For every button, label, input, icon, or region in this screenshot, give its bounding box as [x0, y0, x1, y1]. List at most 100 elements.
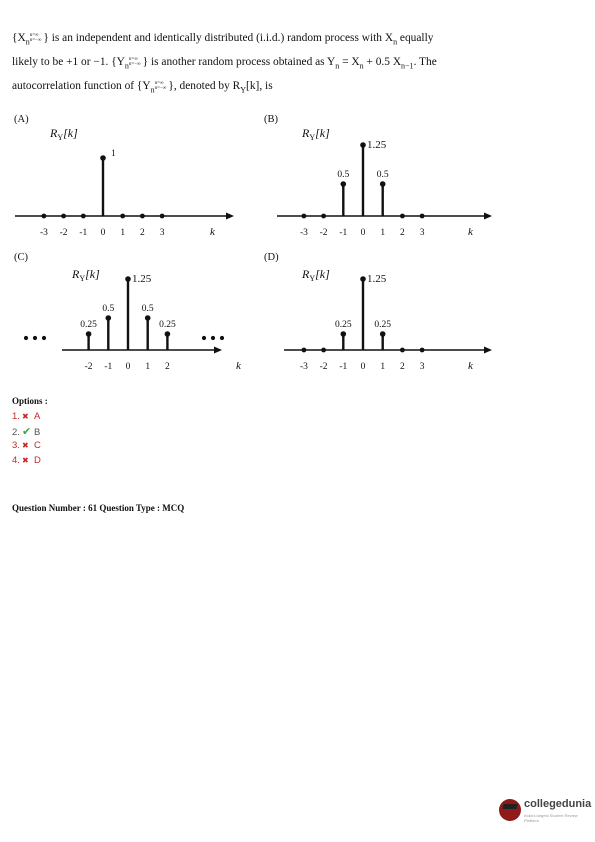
data-label: 0.25 [80, 320, 97, 330]
ellipsis-dot [210, 335, 216, 341]
y-axis-label: RY[k] [301, 126, 330, 142]
tick-label: -1 [339, 228, 347, 238]
data-label: 0.25 [159, 320, 176, 330]
stem-head [360, 276, 366, 282]
stem-head [125, 276, 131, 282]
option-number: 4. [12, 454, 20, 466]
data-label: 1.25 [132, 273, 152, 285]
tick-label: 1 [120, 228, 125, 238]
data-label: 0.5 [377, 170, 389, 180]
check-icon: ✔ [22, 425, 32, 438]
option-number: 3. [12, 440, 20, 451]
option-value: D [34, 454, 41, 466]
x-axis-variable: k [236, 360, 242, 372]
tick-label: -2 [60, 228, 68, 238]
x-axis-variable: k [468, 360, 474, 372]
stem-head [85, 331, 92, 337]
option-value: A [34, 411, 41, 422]
x-axis-variable: k [210, 226, 216, 238]
stem-head [164, 331, 171, 337]
tick-label: 3 [420, 228, 425, 238]
data-label: 1.25 [367, 139, 387, 151]
arrow-icon [484, 346, 492, 354]
brand-logo: collegedunia India's largest Student Rev… [499, 796, 591, 826]
panel-label: (D) [264, 252, 279, 263]
option-value: B [34, 426, 41, 438]
graduation-cap-icon [499, 799, 521, 821]
cross-icon: ✖ [22, 412, 29, 421]
tick-label: -3 [300, 228, 308, 238]
x-axis-variable: k [468, 226, 474, 238]
tick-label: 3 [160, 228, 165, 238]
option-d[interactable]: 4.✖D [12, 454, 48, 469]
panel-label: (C) [14, 252, 29, 263]
tick-label: 1 [380, 228, 385, 238]
tick-label: 1 [145, 362, 150, 372]
data-label: 0.5 [102, 304, 114, 314]
zero-sample [400, 213, 405, 219]
zero-sample [419, 347, 425, 353]
stem-head [379, 181, 386, 187]
tick-label: -1 [339, 362, 347, 372]
tick-label: -2 [320, 228, 328, 238]
tick-label: 0 [101, 228, 106, 238]
y-axis-label: RY[k] [301, 267, 330, 283]
arrow-icon [484, 212, 492, 220]
option-b[interactable]: 2.✔B [12, 425, 48, 440]
tick-label: 1 [380, 362, 385, 372]
data-label: 0.5 [142, 304, 154, 314]
tick-label: 2 [140, 228, 145, 238]
option-number: 2. [12, 426, 20, 438]
option-a[interactable]: 1.✖A [12, 410, 48, 425]
tick-label: 2 [165, 362, 170, 372]
zero-sample [41, 213, 47, 219]
option-c[interactable]: 3.✖ C [12, 439, 48, 454]
zero-sample [80, 213, 86, 219]
ellipsis-dot [23, 335, 29, 341]
panel-label: (A) [14, 114, 29, 125]
cross-icon: ✖ [22, 441, 29, 450]
arrow-icon [226, 212, 234, 220]
ellipsis-dot [41, 335, 47, 341]
arrow-icon [214, 346, 222, 354]
tick-label: 0 [361, 228, 366, 238]
data-label: 1 [111, 149, 116, 159]
tick-label: 0 [361, 362, 366, 372]
stem-head [379, 331, 386, 337]
tick-label: 2 [400, 362, 405, 372]
stem-head [144, 315, 151, 321]
data-label: 0.5 [337, 170, 349, 180]
zero-sample [140, 213, 145, 219]
question-meta: Question Number : 61 Question Type : MCQ [12, 503, 185, 513]
y-axis-label: RY[k] [49, 126, 78, 142]
stem-head [360, 142, 366, 148]
zero-sample [400, 347, 405, 353]
tick-label: -2 [85, 362, 93, 372]
tick-label: -3 [300, 362, 308, 372]
tick-label: -3 [40, 228, 48, 238]
stem-head [100, 155, 106, 161]
options-heading: Options : [12, 396, 48, 406]
ellipsis-dot [201, 335, 207, 341]
data-label: 0.25 [335, 320, 352, 330]
tick-label: -2 [320, 362, 328, 372]
ellipsis-dot [32, 335, 38, 341]
zero-sample [120, 213, 126, 219]
tick-label: -1 [104, 362, 112, 372]
option-value: C [34, 440, 41, 451]
zero-sample [159, 213, 165, 219]
zero-sample [321, 347, 326, 353]
data-label: 0.25 [374, 320, 391, 330]
stem-head [105, 315, 112, 321]
zero-sample [301, 213, 307, 219]
limit-notation: n=∞n=−∞ [29, 33, 42, 44]
tick-label: 2 [400, 228, 405, 238]
stem-head [340, 181, 347, 187]
zero-sample [321, 213, 326, 219]
